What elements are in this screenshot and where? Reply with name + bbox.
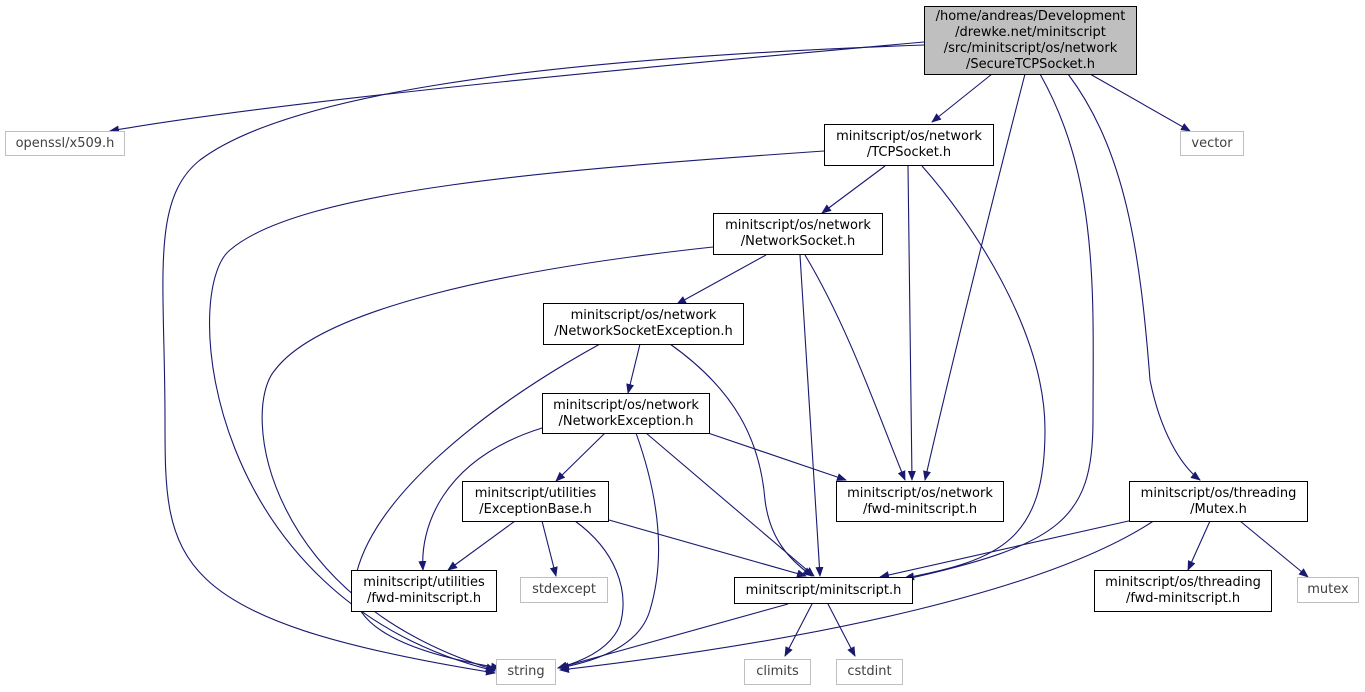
node-label-line: minitscript/utilities bbox=[363, 575, 485, 590]
edge-mutexh-threadingfwd bbox=[1187, 520, 1211, 571]
edge-networksocket-networkfwd bbox=[804, 254, 906, 481]
node-vector[interactable]: vector bbox=[1180, 131, 1244, 156]
edge-networkexception-networkfwd bbox=[707, 432, 847, 481]
node-networksocketexception[interactable]: minitscript/os/network/NetworkSocketExce… bbox=[543, 303, 744, 345]
node-label-line: mutex bbox=[1307, 582, 1349, 597]
node-stdexcept[interactable]: stdexcept bbox=[520, 577, 608, 603]
node-label-line: /fwd-minitscript.h bbox=[1125, 591, 1241, 606]
node-climits[interactable]: climits bbox=[744, 659, 811, 685]
node-label-line: minitscript/os/network bbox=[570, 308, 717, 323]
edge-networksocket-string bbox=[261, 246, 714, 672]
node-label-line: cstdint bbox=[847, 664, 892, 679]
edge-nse-minitscript bbox=[669, 343, 813, 577]
node-label-line: minitscript/minitscript.h bbox=[745, 582, 902, 598]
edge-mutexh-string bbox=[559, 519, 1156, 673]
node-network-fwd-minitscript[interactable]: minitscript/os/network/fwd-minitscript.h bbox=[836, 481, 1004, 522]
edge-nse-string bbox=[353, 343, 601, 671]
node-label-line: /TCPSocket.h bbox=[866, 145, 952, 160]
node-label-line: vector bbox=[1191, 135, 1233, 151]
edge-networkexception-minitscript bbox=[645, 432, 815, 577]
edge-mutexh-mutex bbox=[1239, 520, 1309, 578]
node-label-line: stdexcept bbox=[532, 582, 596, 597]
edge-root-tcpsocket bbox=[931, 73, 993, 123]
node-tcpsocket[interactable]: minitscript/os/network/TCPSocket.h bbox=[824, 124, 994, 166]
edge-networkexception-exceptionbase bbox=[555, 432, 606, 482]
node-minitscript-h[interactable]: minitscript/minitscript.h bbox=[734, 577, 913, 604]
node-label-line: /src/minitscript/os/network bbox=[943, 40, 1118, 56]
node-label-line: openssl/x509.h bbox=[15, 135, 115, 151]
node-label-line: string bbox=[507, 664, 545, 679]
edge-exceptionbase-minitscript bbox=[608, 519, 807, 578]
node-label-line: /ExceptionBase.h bbox=[479, 501, 592, 517]
edge-root-vector bbox=[1089, 73, 1191, 132]
edge-networksocket-nse bbox=[676, 254, 767, 305]
node-exceptionbase[interactable]: minitscript/utilities/ExceptionBase.h bbox=[462, 481, 609, 522]
edge-tcpsocket-networkfwd bbox=[907, 165, 916, 481]
node-label-line: /drewke.net/minitscript bbox=[955, 24, 1106, 40]
edge-root-string bbox=[162, 44, 925, 676]
edge-tcpsocket-string bbox=[209, 150, 825, 673]
edge-minitscript-string bbox=[557, 603, 789, 670]
node-label-line: minitscript/os/threading bbox=[1140, 485, 1297, 501]
edge-root-networkfwd bbox=[923, 73, 1026, 481]
node-networksocket[interactable]: minitscript/os/network/NetworkSocket.h bbox=[713, 213, 883, 255]
node-openssl-x509[interactable]: openssl/x509.h bbox=[5, 131, 125, 156]
edge-networksocket-minitscript bbox=[799, 254, 824, 577]
node-label-line: minitscript/os/threading bbox=[1105, 575, 1261, 590]
edge-minitscript-climits bbox=[784, 603, 813, 657]
node-label-line: /NetworkSocketException.h bbox=[554, 324, 733, 339]
node-label-line: minitscript/os/network bbox=[553, 397, 699, 413]
node-label-line: /fwd-minitscript.h bbox=[366, 591, 482, 606]
node-label-line: climits bbox=[756, 664, 799, 679]
edge-root-mutexh bbox=[1067, 73, 1201, 481]
node-label-line: minitscript/os/network bbox=[847, 485, 993, 501]
node-mutex[interactable]: mutex bbox=[1297, 577, 1359, 603]
node-label-line: minitscript/os/network bbox=[836, 129, 982, 144]
edge-mutexh-minitscript bbox=[879, 519, 1134, 579]
node-label-line: /NetworkSocket.h bbox=[740, 234, 856, 249]
edge-nse-networkexception bbox=[626, 343, 641, 394]
node-cstdint[interactable]: cstdint bbox=[836, 659, 903, 685]
node-string[interactable]: string bbox=[496, 659, 556, 685]
node-label-line: minitscript/os/network bbox=[725, 218, 871, 233]
node-label-line: /NetworkException.h bbox=[558, 413, 694, 429]
node-label-line: minitscript/utilities bbox=[474, 485, 597, 501]
node-mutex-h[interactable]: minitscript/os/threading/Mutex.h bbox=[1129, 481, 1308, 522]
node-networkexception[interactable]: minitscript/os/network/NetworkException.… bbox=[542, 393, 710, 434]
edge-root-openssl bbox=[109, 41, 925, 134]
edge-tcpsocket-minitscript bbox=[904, 165, 1046, 581]
edge-networkexception-string bbox=[559, 432, 660, 671]
node-label-line: /home/andreas/Development bbox=[935, 8, 1126, 24]
node-securetcpsocket[interactable]: /home/andreas/Development/drewke.net/min… bbox=[924, 6, 1137, 75]
node-label-line: /SecureTCPSocket.h bbox=[965, 56, 1096, 72]
edge-exceptionbase-stdexcept bbox=[541, 520, 558, 577]
edge-minitscript-cstdint bbox=[827, 603, 856, 657]
node-utilities-fwd-minitscript[interactable]: minitscript/utilities/fwd-minitscript.h bbox=[351, 570, 497, 612]
edge-networkexception-utilitiesfwd bbox=[418, 427, 543, 571]
edge-exceptionbase-utilitiesfwd bbox=[447, 520, 516, 571]
node-threading-fwd-minitscript[interactable]: minitscript/os/threading/fwd-minitscript… bbox=[1094, 570, 1272, 612]
edge-exceptionbase-string bbox=[557, 520, 624, 670]
edge-tcpsocket-networksocket bbox=[821, 165, 886, 214]
node-label-line: /fwd-minitscript.h bbox=[862, 501, 978, 517]
node-label-line: /Mutex.h bbox=[1190, 501, 1247, 517]
